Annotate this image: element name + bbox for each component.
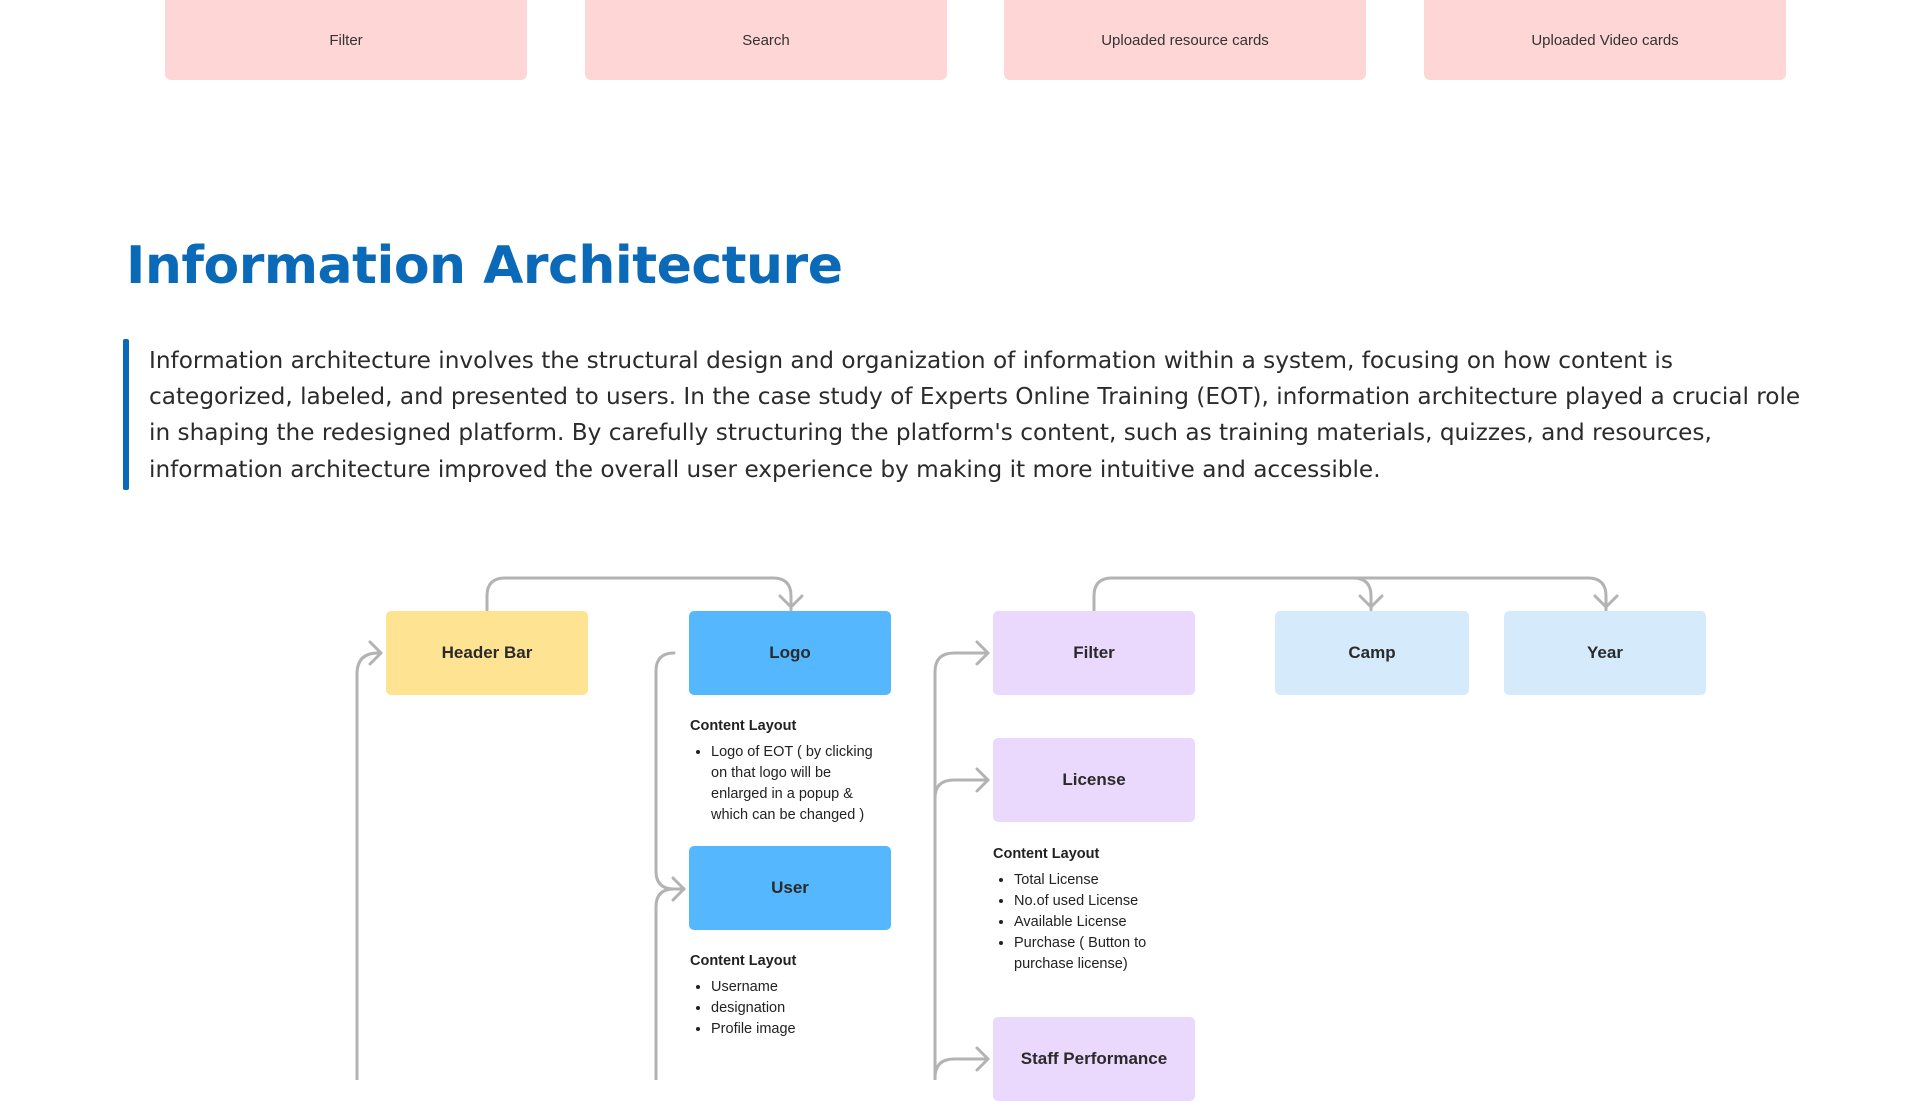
- arrowhead-filter: [975, 640, 990, 666]
- arrowhead-user: [671, 876, 686, 902]
- connector-trunk-staff: [933, 1057, 990, 1080]
- node-filter: Filter: [993, 611, 1195, 695]
- note-heading: Content Layout: [993, 846, 1100, 862]
- connector-filter-to-year: [1092, 576, 1608, 612]
- node-camp: Camp: [1275, 611, 1469, 695]
- note-item: Available License: [1014, 912, 1193, 933]
- node-staff-performance: Staff Performance: [993, 1017, 1195, 1101]
- node-user: User: [689, 846, 891, 930]
- note-license: Content Layout Total License No.of used …: [993, 846, 1193, 975]
- note-item: Logo of EOT ( by clicking on that logo w…: [711, 742, 890, 826]
- arrowhead-license: [975, 767, 990, 793]
- arrowhead-camp: [1358, 594, 1384, 609]
- intro-paragraph: Information architecture involves the st…: [149, 347, 1801, 483]
- connector-trunk-header: [355, 651, 383, 1080]
- connector-trunk-license: [933, 778, 990, 800]
- note-item: designation: [711, 998, 890, 1019]
- note-heading: Content Layout: [690, 718, 797, 734]
- note-item: Profile image: [711, 1019, 890, 1040]
- connector-header-to-logo: [485, 576, 793, 612]
- top-card-uploaded-video: Uploaded Video cards: [1424, 0, 1786, 80]
- note-item: Total License: [1014, 870, 1193, 891]
- connector-filter-to-camp: [1350, 576, 1373, 612]
- node-logo: Logo: [689, 611, 891, 695]
- arrowhead-logo: [778, 594, 804, 609]
- connector-trunk-filter: [933, 651, 990, 1080]
- connector-logo-to-user: [654, 651, 686, 891]
- top-card-filter: Filter: [165, 0, 527, 80]
- node-license: License: [993, 738, 1195, 822]
- section-title: Information Architecture: [126, 236, 843, 296]
- note-heading: Content Layout: [690, 953, 797, 969]
- connector-trunk-user: [654, 887, 676, 1080]
- arrowhead-year: [1593, 594, 1619, 609]
- note-logo: Content Layout Logo of EOT ( by clicking…: [690, 718, 890, 826]
- top-card-uploaded-resource: Uploaded resource cards: [1004, 0, 1366, 80]
- top-card-search: Search: [585, 0, 947, 80]
- arrowhead-staff: [975, 1046, 990, 1072]
- node-header-bar: Header Bar: [386, 611, 588, 695]
- note-user: Content Layout Username designation Prof…: [690, 953, 890, 1040]
- node-year: Year: [1504, 611, 1706, 695]
- quote-bar: [123, 339, 129, 490]
- note-item: Purchase ( Button to purchase license): [1014, 933, 1193, 975]
- arrowhead-header: [368, 640, 383, 666]
- note-item: Username: [711, 977, 890, 998]
- note-item: No.of used License: [1014, 891, 1193, 912]
